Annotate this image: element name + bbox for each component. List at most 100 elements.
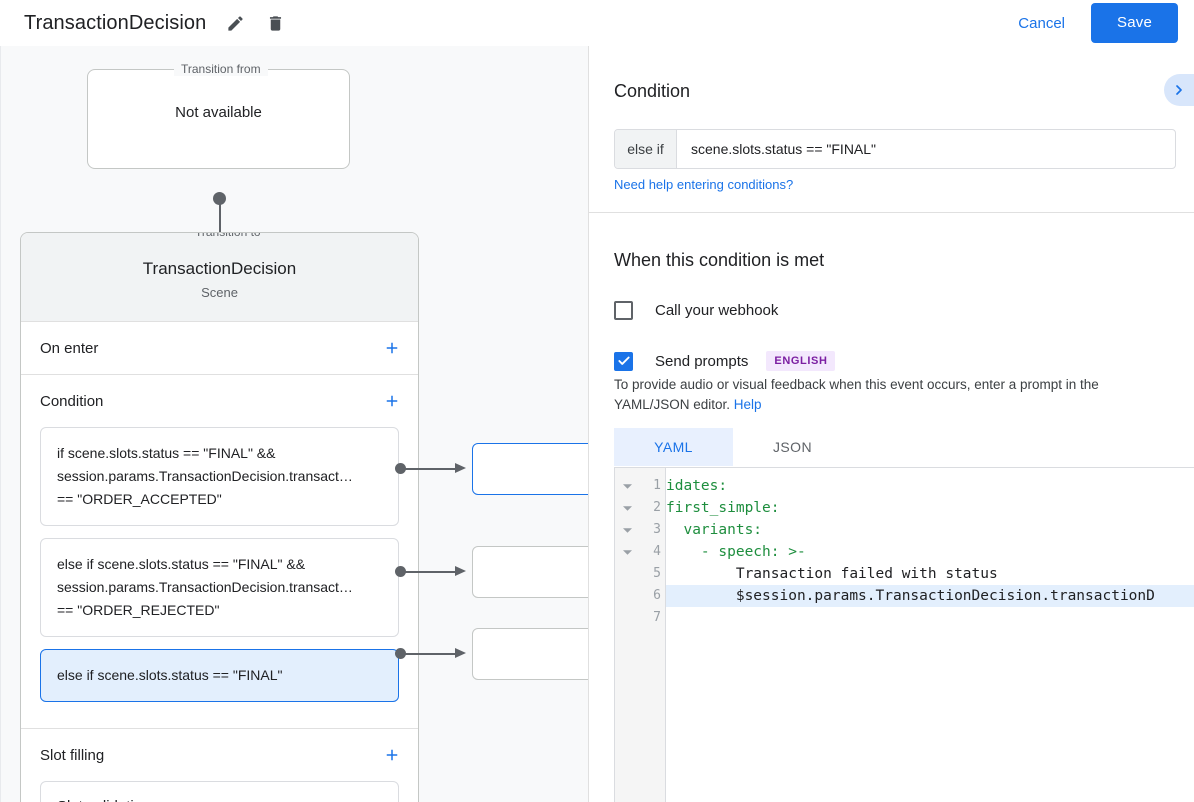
fold-caret-icon[interactable] <box>615 519 640 541</box>
connector-line <box>405 653 457 655</box>
code-token: first_simple: <box>666 500 780 516</box>
condition-line: == "ORDER_ACCEPTED" <box>57 491 222 507</box>
call-webhook-label: Call your webhook <box>655 302 779 319</box>
transition-target-box[interactable] <box>472 443 588 495</box>
condition-line: session.params.TransactionDecision.trans… <box>57 468 353 484</box>
section-condition: Condition if scene.slots.status == "FINA… <box>21 375 418 729</box>
condition-line: else if scene.slots.status == "FINAL" && <box>57 556 306 572</box>
condition-line: else if scene.slots.status == "FINAL" <box>57 667 283 683</box>
condition-line: session.params.TransactionDecision.trans… <box>57 579 353 595</box>
fold-caret-icon[interactable] <box>615 475 640 497</box>
slot-validation-item[interactable]: Slot validation <box>40 781 399 802</box>
editor-fold-gutter <box>615 468 640 802</box>
connector-arrow <box>455 648 466 658</box>
editor-code-area[interactable]: idates: first_simple: variants: - speech:… <box>666 468 1194 802</box>
page-title: TransactionDecision <box>24 11 207 34</box>
code-token: - speech: >- <box>666 544 806 560</box>
code-token: variants: <box>666 522 763 538</box>
code-line[interactable] <box>666 607 1194 629</box>
condition-line: if scene.slots.status == "FINAL" && <box>57 445 276 461</box>
section-title-on-enter: On enter <box>40 339 99 357</box>
line-number: 2 <box>653 500 661 515</box>
send-prompts-label: Send prompts <box>655 352 749 370</box>
line-number: 7 <box>653 610 661 625</box>
condition-card[interactable]: else if scene.slots.status == "FINAL" &&… <box>40 538 399 637</box>
code-token: $session.params.TransactionDecision.tran… <box>666 588 1155 604</box>
connector-dot <box>395 648 406 659</box>
transition-to-card[interactable]: Transition to TransactionDecision Scene <box>21 233 418 322</box>
condition-input[interactable]: scene.slots.status == "FINAL" <box>691 141 877 157</box>
language-badge: ENGLISH <box>766 351 836 371</box>
flow-arrow-dot <box>213 192 226 205</box>
tab-yaml[interactable]: YAML <box>614 428 733 466</box>
scene-panel: Transition to TransactionDecision Scene … <box>20 232 419 802</box>
connector-arrow <box>455 463 466 473</box>
section-header-condition: Condition <box>21 375 418 427</box>
fold-spacer <box>615 563 640 585</box>
scene-flow-canvas[interactable]: Transition from Not available Transition… <box>0 46 588 802</box>
line-number: 4 <box>653 544 661 559</box>
call-webhook-checkbox[interactable] <box>614 301 633 320</box>
connector-arrow <box>455 566 466 576</box>
code-line[interactable]: $session.params.TransactionDecision.tran… <box>666 585 1194 607</box>
connector-line <box>405 468 457 470</box>
condition-prefix-label: else if <box>615 130 677 168</box>
add-on-enter-button[interactable] <box>380 336 404 360</box>
transition-target-box[interactable] <box>472 628 588 680</box>
canvas-edge-rail <box>0 46 1 802</box>
fold-spacer <box>615 585 640 607</box>
trash-icon[interactable] <box>264 12 286 34</box>
section-on-enter: On enter <box>21 322 418 375</box>
transition-from-value: Not available <box>175 104 262 121</box>
add-slot-filling-button[interactable] <box>380 743 404 767</box>
fold-spacer <box>615 607 640 629</box>
topbar-actions: Cancel Save <box>1004 0 1178 46</box>
transition-to-subtitle: Scene <box>201 285 238 300</box>
code-line[interactable]: Transaction failed with status <box>666 563 1194 585</box>
prompt-description: To provide audio or visual feedback when… <box>614 375 1174 415</box>
condition-input-group[interactable]: else if scene.slots.status == "FINAL" <box>614 129 1176 169</box>
section-title-condition: Condition <box>40 392 104 410</box>
code-token: idates: <box>666 478 728 494</box>
section-header-on-enter: On enter <box>21 322 418 374</box>
editor-format-tabs: YAML JSON <box>614 428 852 466</box>
top-app-bar: TransactionDecision Cancel Save <box>0 0 1194 46</box>
line-number: 5 <box>653 566 661 581</box>
line-number: 6 <box>653 588 661 603</box>
code-line[interactable]: idates: <box>666 475 1194 497</box>
save-button[interactable]: Save <box>1091 3 1178 43</box>
code-line[interactable]: first_simple: <box>666 497 1194 519</box>
tab-json[interactable]: JSON <box>773 439 812 455</box>
chevron-right-icon[interactable] <box>1164 74 1194 106</box>
transition-target-box[interactable] <box>472 546 588 598</box>
transition-from-card: Transition from Not available <box>87 62 350 169</box>
add-condition-button[interactable] <box>380 389 404 413</box>
condition-list: if scene.slots.status == "FINAL" && sess… <box>21 427 418 728</box>
code-token: Transaction failed with status <box>666 566 998 582</box>
condition-detail-panel: Condition else if scene.slots.status == … <box>588 46 1194 802</box>
panel-heading-when-met: When this condition is met <box>614 250 825 270</box>
webhook-checkbox-row[interactable]: Call your webhook <box>614 301 778 320</box>
send-prompts-checkbox[interactable] <box>614 351 633 371</box>
connector-dot <box>395 463 406 474</box>
section-header-slot-filling: Slot filling <box>21 729 418 781</box>
cancel-button[interactable]: Cancel <box>1004 7 1079 40</box>
fold-caret-icon[interactable] <box>615 497 640 519</box>
panel-heading-condition: Condition <box>614 81 691 101</box>
condition-help-link[interactable]: Need help entering conditions? <box>614 177 794 192</box>
send-prompts-checkbox-row[interactable]: Send prompts ENGLISH <box>614 351 836 371</box>
section-slot-filling: Slot filling Slot validation <box>21 729 418 802</box>
condition-card[interactable]: if scene.slots.status == "FINAL" && sess… <box>40 427 399 526</box>
transition-from-legend: Transition from <box>174 62 268 76</box>
section-title-slot-filling: Slot filling <box>40 746 105 764</box>
condition-line: == "ORDER_REJECTED" <box>57 602 220 618</box>
code-line[interactable]: variants: <box>666 519 1194 541</box>
flow-arrow-line <box>219 201 221 261</box>
fold-caret-icon[interactable] <box>615 541 640 563</box>
prompt-help-link[interactable]: Help <box>733 397 762 412</box>
code-line[interactable]: - speech: >- <box>666 541 1194 563</box>
pencil-icon[interactable] <box>224 12 246 34</box>
condition-card-selected[interactable]: else if scene.slots.status == "FINAL" <box>40 649 399 702</box>
